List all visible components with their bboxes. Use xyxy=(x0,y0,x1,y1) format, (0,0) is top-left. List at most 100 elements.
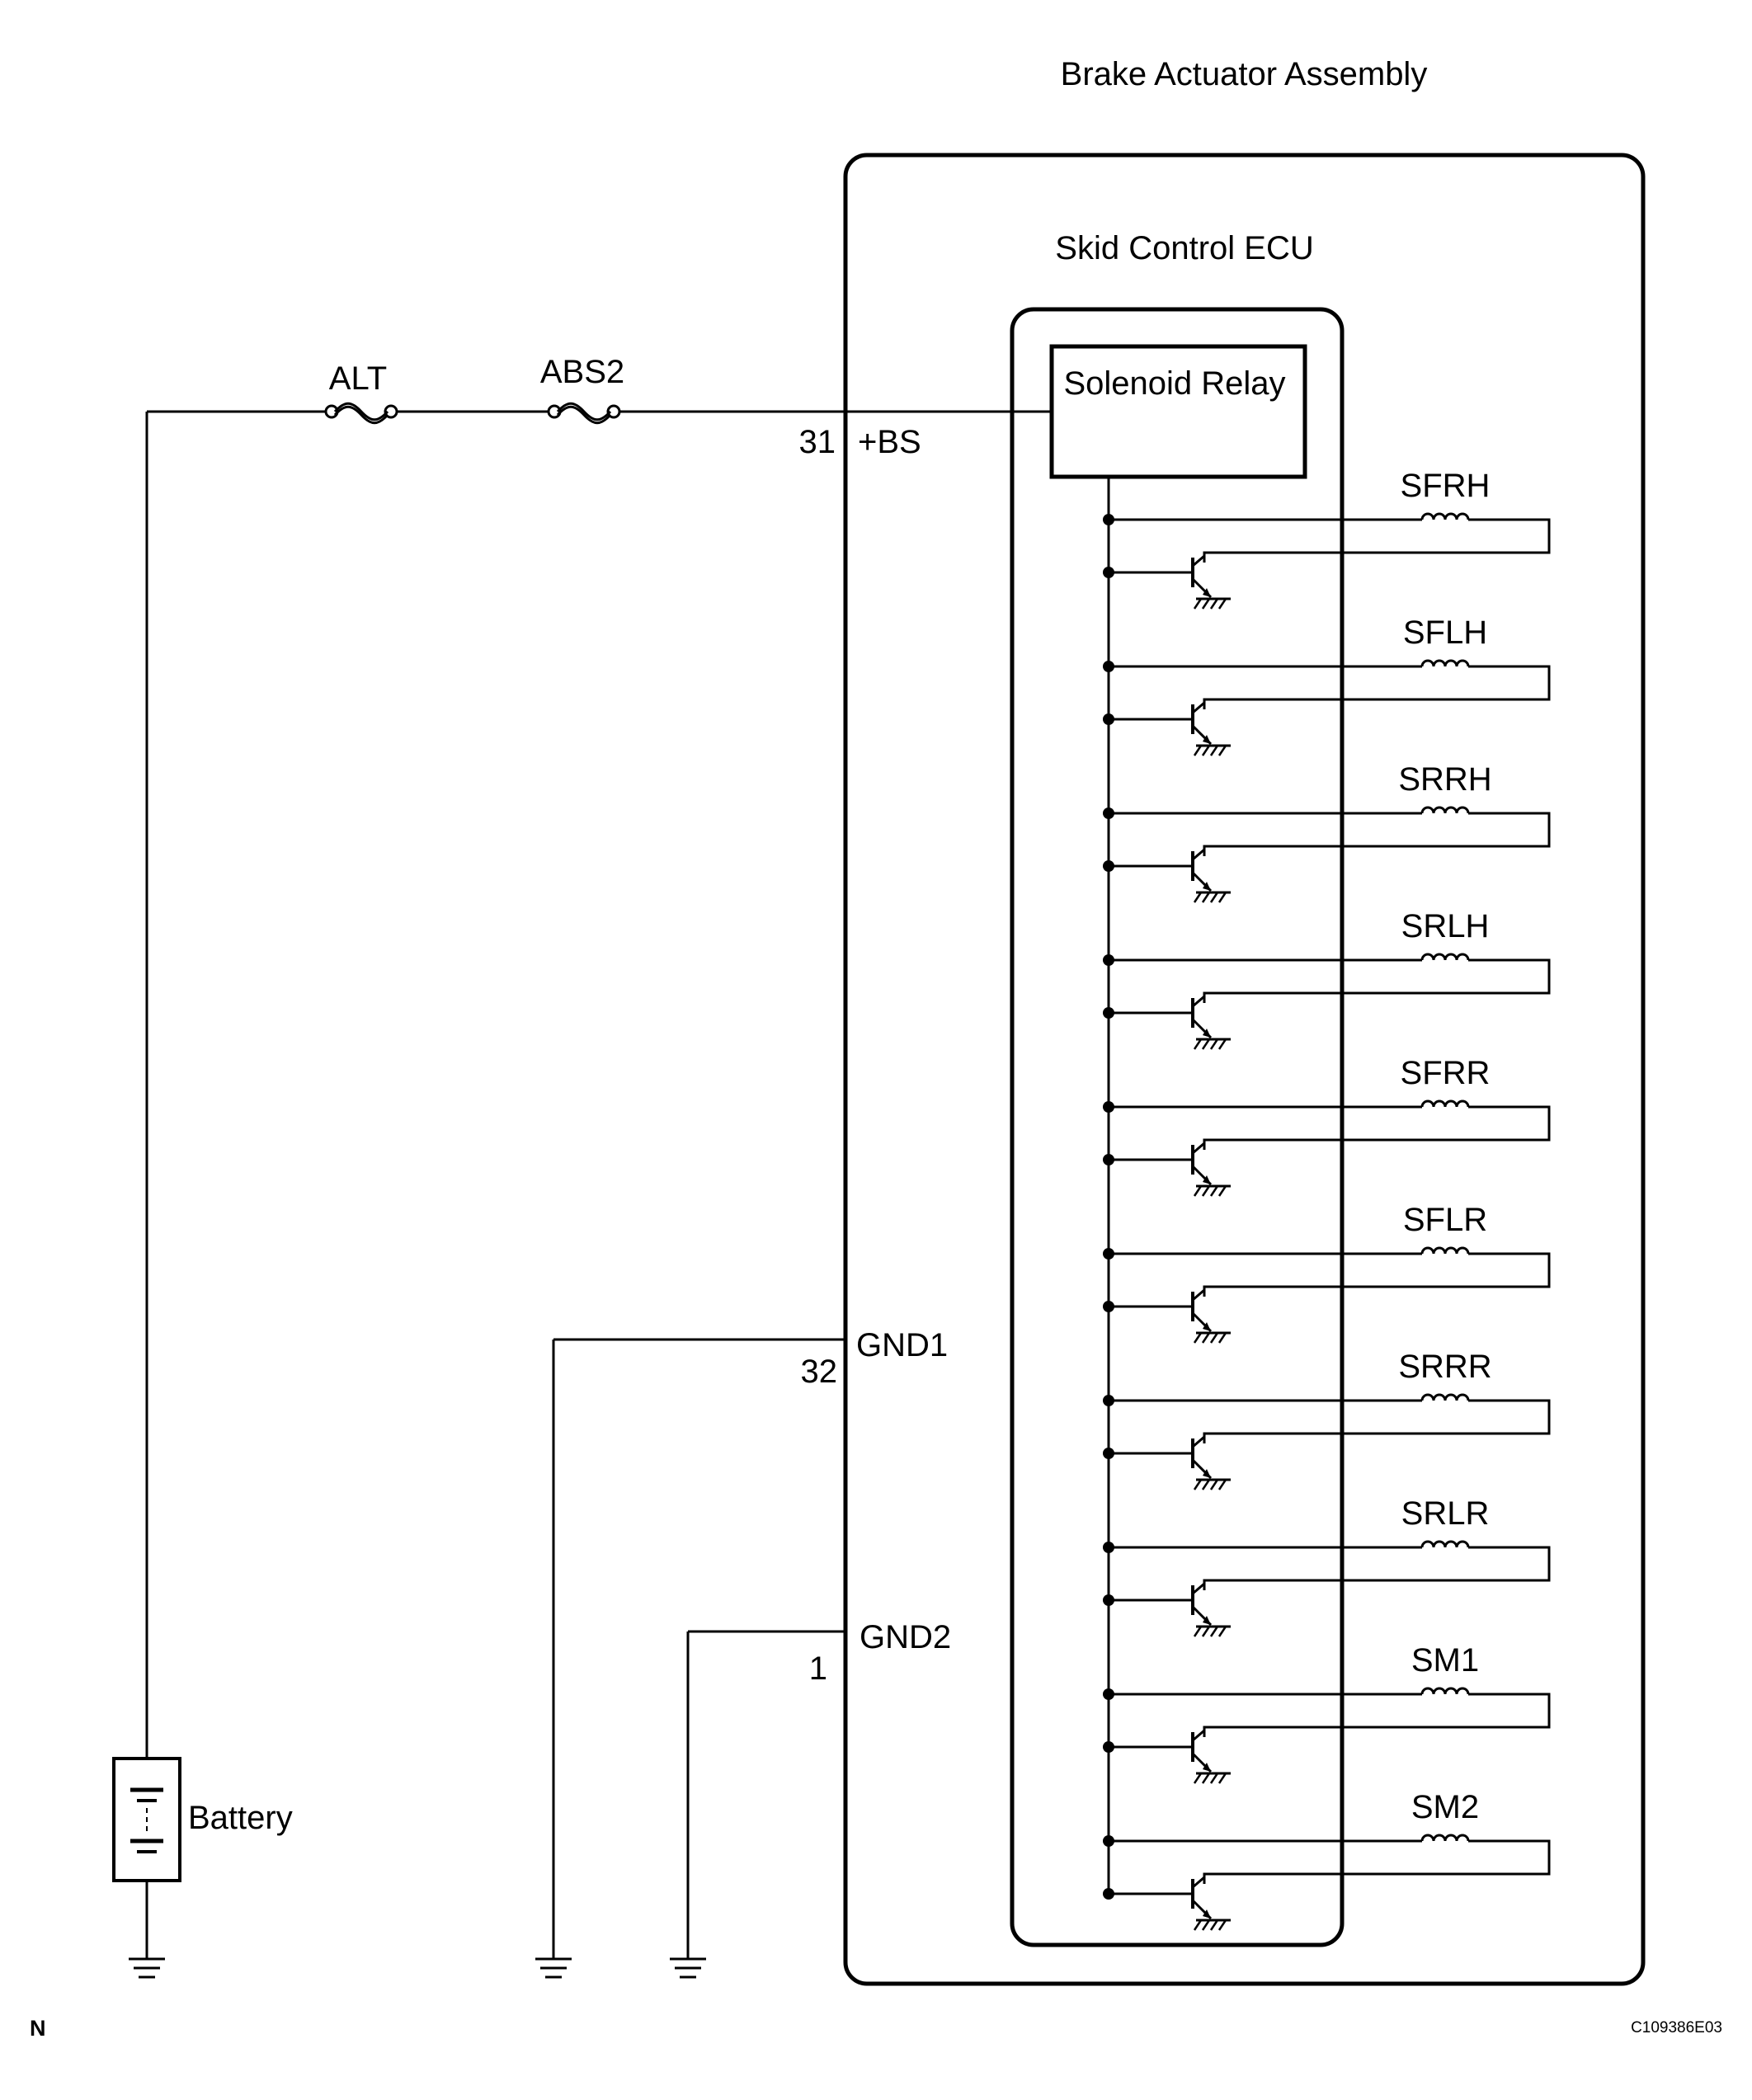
solenoid-coil-icon xyxy=(1420,1687,1470,1695)
transistor-arrow xyxy=(1203,588,1211,597)
transistor-arrow xyxy=(1203,1322,1211,1331)
solenoid-return-wire xyxy=(1203,1693,1551,1737)
assembly-title: Brake Actuator Assembly xyxy=(1061,56,1428,92)
solenoid-label: SRRH xyxy=(1398,761,1491,798)
gnd1-wire xyxy=(552,1338,845,1959)
ground-hatch xyxy=(1201,1479,1211,1490)
solenoid-relay-label: Solenoid Relay xyxy=(1063,365,1285,402)
ground-hatch xyxy=(1201,892,1211,903)
solenoid-return-wire xyxy=(1203,1839,1551,1884)
transistor-arrow xyxy=(1203,1029,1211,1038)
ground-hatch xyxy=(1193,1626,1203,1637)
ground-hatch xyxy=(1201,1038,1211,1050)
figure-code: C109386E03 xyxy=(1631,2019,1722,2036)
ground-hatch xyxy=(1209,1185,1219,1197)
transistor-collector xyxy=(1192,848,1205,861)
solenoid-label: SRRR xyxy=(1398,1349,1491,1385)
ground-hatch xyxy=(1201,1919,1211,1931)
solenoid-return-wire xyxy=(1203,958,1551,1003)
ground-hatch xyxy=(1201,1332,1211,1344)
fuse-abs2 xyxy=(547,402,621,425)
ground-hatch xyxy=(1201,598,1211,610)
solenoid-return-wire xyxy=(1203,665,1551,709)
solenoid-label: SM1 xyxy=(1411,1642,1479,1679)
gnd1-ground-icon xyxy=(535,1957,572,1979)
skid-control-ecu-box xyxy=(1010,307,1345,1947)
solenoid-label: SRLH xyxy=(1401,908,1490,944)
bs-pin-number: 31 xyxy=(799,424,836,460)
solenoid-label: SFRR xyxy=(1401,1055,1491,1091)
ground-hatch xyxy=(1209,1332,1219,1344)
ground-hatch xyxy=(1193,598,1203,610)
solenoid-return-wire xyxy=(1203,518,1551,563)
solenoid-coil-icon xyxy=(1420,1099,1470,1108)
solenoid-label: SRLR xyxy=(1401,1495,1490,1532)
solenoid-return-wire xyxy=(1203,1105,1551,1150)
brake-actuator-box xyxy=(843,153,1646,1986)
ground-hatch xyxy=(1193,745,1203,756)
battery-feed-wire xyxy=(145,410,1052,1759)
solenoid-label: SM2 xyxy=(1411,1789,1479,1825)
ground-hatch xyxy=(1217,1185,1227,1197)
transistor-collector xyxy=(1192,1142,1205,1155)
solenoid-coil-icon xyxy=(1420,1393,1470,1401)
ground-hatch xyxy=(1209,892,1219,903)
ground-hatch xyxy=(1201,1626,1211,1637)
fuse-alt xyxy=(324,402,398,425)
solenoid-coil-icon xyxy=(1420,806,1470,814)
ground-hatch xyxy=(1217,1626,1227,1637)
solenoid-return-wire xyxy=(1203,1546,1551,1590)
solenoid-coil-icon xyxy=(1420,1540,1470,1548)
transistor-arrow xyxy=(1203,882,1211,891)
ground-hatch xyxy=(1217,1332,1227,1344)
ground-hatch xyxy=(1217,1919,1227,1931)
ground-hatch xyxy=(1217,1773,1227,1784)
transistor-collector xyxy=(1192,554,1205,567)
corner-letter: N xyxy=(30,2016,46,2041)
ground-hatch xyxy=(1193,1479,1203,1490)
transistor-collector xyxy=(1192,1582,1205,1595)
ground-hatch xyxy=(1209,1919,1219,1931)
transistor-arrow xyxy=(1203,1763,1211,1772)
transistor-collector xyxy=(1192,1729,1205,1742)
solenoid-label: SFRH xyxy=(1401,468,1491,504)
gnd2-pin-number: 1 xyxy=(809,1650,827,1687)
transistor-collector xyxy=(1192,1435,1205,1448)
transistor-collector xyxy=(1192,1876,1205,1889)
ground-hatch xyxy=(1193,1185,1203,1197)
ground-hatch xyxy=(1217,1038,1227,1050)
fuse-abs2-label: ABS2 xyxy=(540,354,624,390)
solenoid-coil-icon xyxy=(1420,1834,1470,1842)
transistor-collector xyxy=(1192,995,1205,1008)
ground-hatch xyxy=(1217,745,1227,756)
ecu-title: Skid Control ECU xyxy=(1055,230,1313,266)
gnd2-ground-icon xyxy=(670,1957,706,1979)
battery-symbol xyxy=(112,1757,181,1959)
ground-hatch xyxy=(1209,1038,1219,1050)
ground-hatch xyxy=(1193,1773,1203,1784)
gnd2-terminal-name: GND2 xyxy=(860,1619,951,1655)
gnd1-pin-number: 32 xyxy=(801,1354,838,1390)
ground-hatch xyxy=(1209,1626,1219,1637)
bs-terminal-name: +BS xyxy=(858,424,921,460)
ground-hatch xyxy=(1217,598,1227,610)
transistor-collector xyxy=(1192,1288,1205,1302)
solenoid-coil-icon xyxy=(1420,512,1470,520)
solenoid-coil-icon xyxy=(1420,659,1470,667)
ground-hatch xyxy=(1193,1332,1203,1344)
ground-hatch xyxy=(1193,1038,1203,1050)
ground-hatch xyxy=(1217,892,1227,903)
battery-label: Battery xyxy=(188,1800,293,1836)
ground-hatch xyxy=(1201,1185,1211,1197)
battery-ground-icon xyxy=(129,1957,165,1979)
solenoid-label: SFLH xyxy=(1403,614,1487,651)
ground-hatch xyxy=(1209,1479,1219,1490)
transistor-arrow xyxy=(1203,1469,1211,1478)
solenoid-label: SFLR xyxy=(1403,1202,1487,1238)
ground-hatch xyxy=(1209,598,1219,610)
solenoid-return-wire xyxy=(1203,1399,1551,1443)
ground-hatch xyxy=(1201,1773,1211,1784)
ground-hatch xyxy=(1209,745,1219,756)
